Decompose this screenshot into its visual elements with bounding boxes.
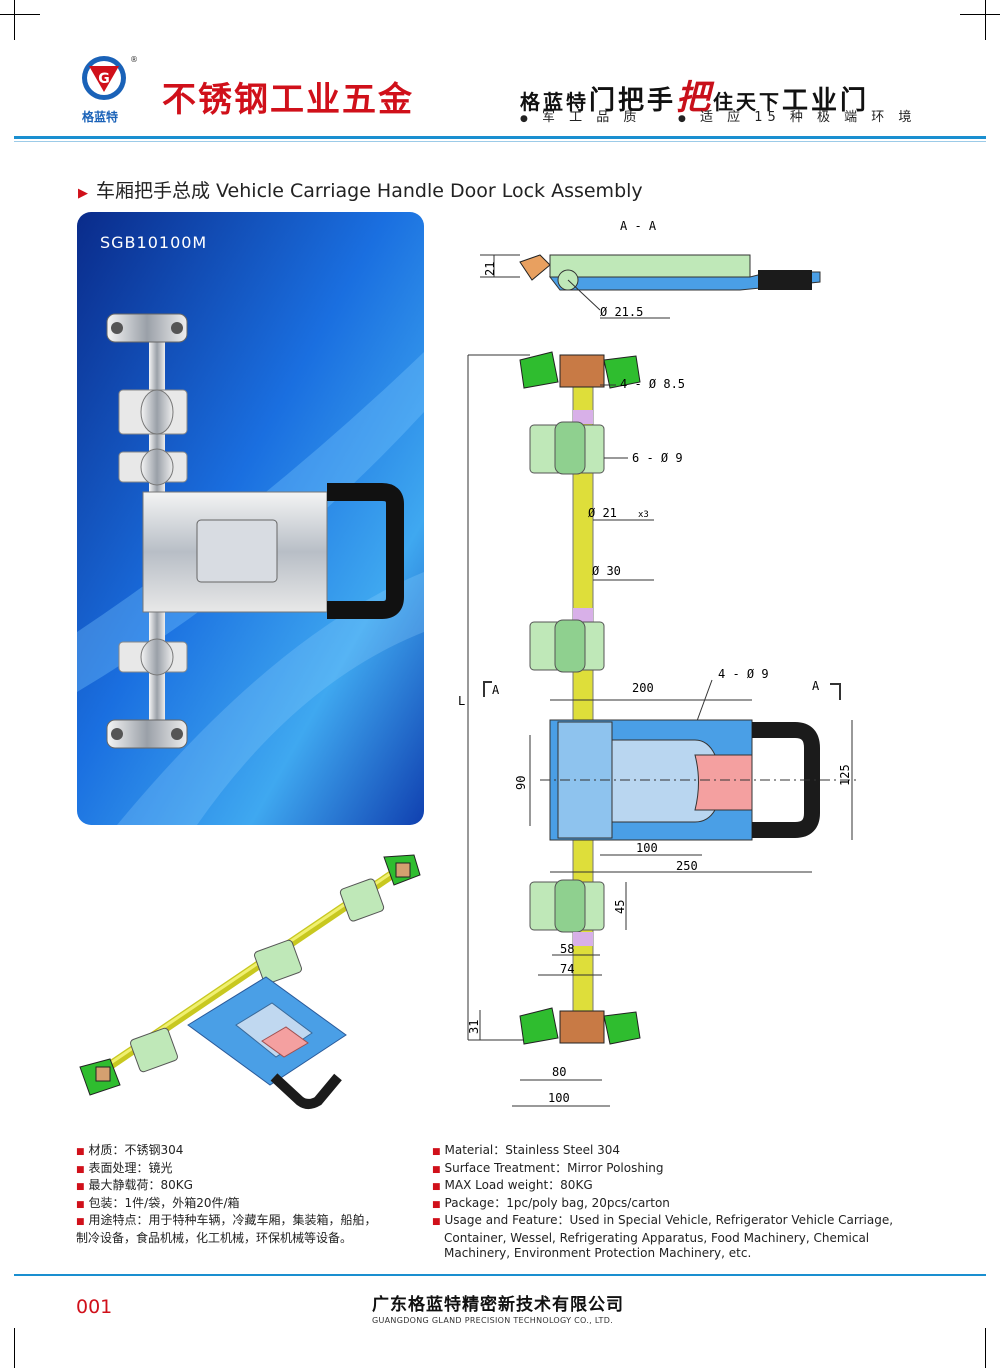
bullet-icon: ● xyxy=(677,114,691,124)
slogan-part-1: 格蓝特 xyxy=(520,90,589,114)
crop-mark xyxy=(960,14,1000,15)
spec-item: ■Surface Treatment：Mirror Poloshing xyxy=(432,1160,664,1175)
model-number: SGB10100M xyxy=(100,233,208,252)
square-bullet-icon: ■ xyxy=(432,1199,441,1210)
dim-58: 58 xyxy=(560,942,574,956)
crop-mark xyxy=(0,14,40,15)
slogan-part-4: 住天下 xyxy=(713,90,783,114)
dim-250: 250 xyxy=(676,859,698,873)
dim-4-phi-8-5: 4 - Ø 8.5 xyxy=(620,377,685,391)
dim-74: 74 xyxy=(560,962,574,976)
dim-A-right: A xyxy=(812,679,820,693)
dim-L: L xyxy=(458,694,465,708)
specs-chinese: ■材质：不锈钢304 ■表面处理：镜光 ■最大静载荷：80KG ■包装：1件/袋… xyxy=(76,1143,416,1246)
dim-31: 31 xyxy=(467,1020,481,1034)
tag-extreme-environments: 适 应 15 种 极 端 环 境 xyxy=(699,110,917,125)
slogan-part-5: 工业门 xyxy=(782,86,870,116)
square-bullet-icon: ■ xyxy=(76,1182,85,1192)
square-bullet-icon: ■ xyxy=(76,1217,85,1227)
dim-125: 125 xyxy=(838,764,852,786)
spec-item: ■用途特点：用于特种车辆，冷藏车厢，集装箱，船舶， xyxy=(76,1213,377,1227)
isometric-render xyxy=(76,845,436,1120)
technical-drawing-image: A - A 21 Ø 21.5 L 4 - Ø 8.5 6 - Ø 9 Ø 21 xyxy=(458,219,860,1107)
dim-200: 200 xyxy=(632,681,654,695)
slogan: 格蓝特门把手把住天下工业门 xyxy=(520,70,869,119)
svg-text:G: G xyxy=(98,71,110,87)
dim-90: 90 xyxy=(514,776,528,790)
dim-x3: x3 xyxy=(638,510,649,520)
dim-A-left: A xyxy=(492,683,500,697)
isometric-render-image xyxy=(79,854,421,1109)
crop-mark xyxy=(14,0,15,40)
square-bullet-icon: ■ xyxy=(76,1199,85,1210)
spec-item: ■最大静载荷：80KG xyxy=(76,1178,193,1192)
dim-100-b: 100 xyxy=(548,1091,570,1105)
slogan-part-2: 门把手 xyxy=(589,86,677,116)
crop-mark xyxy=(985,0,986,40)
company-name-cn: 广东格蓝特精密新技术有限公司 xyxy=(372,1295,624,1315)
dim-45: 45 xyxy=(613,900,627,914)
spec-item: Machinery, Environment Protection Machin… xyxy=(444,1246,752,1260)
brand-title: 不锈钢工业五金 xyxy=(162,80,414,120)
crop-mark xyxy=(985,1328,986,1368)
dim-phi-30: Ø 30 xyxy=(592,564,621,578)
spec-item: 制冷设备，食品机械，化工机械，环保机械等设备。 xyxy=(76,1230,353,1245)
company-logo: G ® 格蓝特 xyxy=(72,52,142,128)
logo-emblem-icon: G ® xyxy=(82,55,138,100)
bullet-icon: ● xyxy=(520,114,533,124)
spec-item: ■Package：1pc/poly bag, 20pcs/carton xyxy=(432,1195,670,1210)
square-bullet-icon: ■ xyxy=(432,1217,441,1227)
spec-item: Container, Wessel, Refrigerating Apparat… xyxy=(444,1230,870,1245)
product-photo xyxy=(77,212,424,825)
dim-80: 80 xyxy=(552,1065,566,1079)
tag-military-quality: 军 工 品 质 xyxy=(542,110,642,125)
spec-item: ■Usage and Feature：Used in Special Vehic… xyxy=(432,1213,894,1227)
page-number: 001 xyxy=(76,1296,113,1318)
square-bullet-icon: ■ xyxy=(432,1164,441,1175)
logo-text: 格蓝特 xyxy=(82,110,119,124)
slogan-tags: ● 军 工 品 质 ● 适 应 15 种 极 端 环 境 xyxy=(520,106,916,125)
section-label: A - A xyxy=(620,219,657,233)
dim-100-a: 100 xyxy=(636,841,658,855)
square-bullet-icon: ■ xyxy=(76,1164,85,1175)
spec-item: ■MAX Load weight：80KG xyxy=(432,1178,593,1192)
dim-6-phi-9: 6 - Ø 9 xyxy=(632,451,683,465)
triangle-bullet-icon: ▶ xyxy=(78,186,88,201)
technical-drawing: A - A 21 Ø 21.5 L 4 - Ø 8.5 6 - Ø 9 Ø 21 xyxy=(440,210,980,1120)
spec-item: ■表面处理：镜光 xyxy=(76,1160,173,1175)
dim-21: 21 xyxy=(483,262,497,276)
dim-phi-21-5: Ø 21.5 xyxy=(600,305,643,319)
svg-text:®: ® xyxy=(130,55,138,64)
dim-phi-21: Ø 21 xyxy=(588,506,617,520)
section-title: ▶ 车厢把手总成 Vehicle Carriage Handle Door Loc… xyxy=(78,176,643,203)
dim-4-phi-9: 4 - Ø 9 xyxy=(718,667,769,681)
spec-item: ■Material：Stainless Steel 304 xyxy=(432,1143,621,1157)
square-bullet-icon: ■ xyxy=(432,1182,441,1192)
slogan-part-3: 把 xyxy=(676,78,714,118)
square-bullet-icon: ■ xyxy=(432,1147,441,1157)
spec-item: ■包装：1件/袋，外箱20件/箱 xyxy=(76,1195,240,1210)
header-divider-thin xyxy=(14,141,986,142)
product-photo-image xyxy=(77,212,424,825)
specs-english: ■Material：Stainless Steel 304 ■Surface T… xyxy=(432,1143,932,1262)
footer-divider xyxy=(14,1274,986,1276)
company-name-en: GUANGDONG GLAND PRECISION TECHNOLOGY CO.… xyxy=(372,1316,613,1325)
square-bullet-icon: ■ xyxy=(76,1147,85,1157)
section-title-text: 车厢把手总成 Vehicle Carriage Handle Door Lock… xyxy=(96,180,643,202)
spec-item: ■材质：不锈钢304 xyxy=(76,1143,184,1157)
header-divider xyxy=(14,136,986,139)
crop-mark xyxy=(14,1328,15,1368)
